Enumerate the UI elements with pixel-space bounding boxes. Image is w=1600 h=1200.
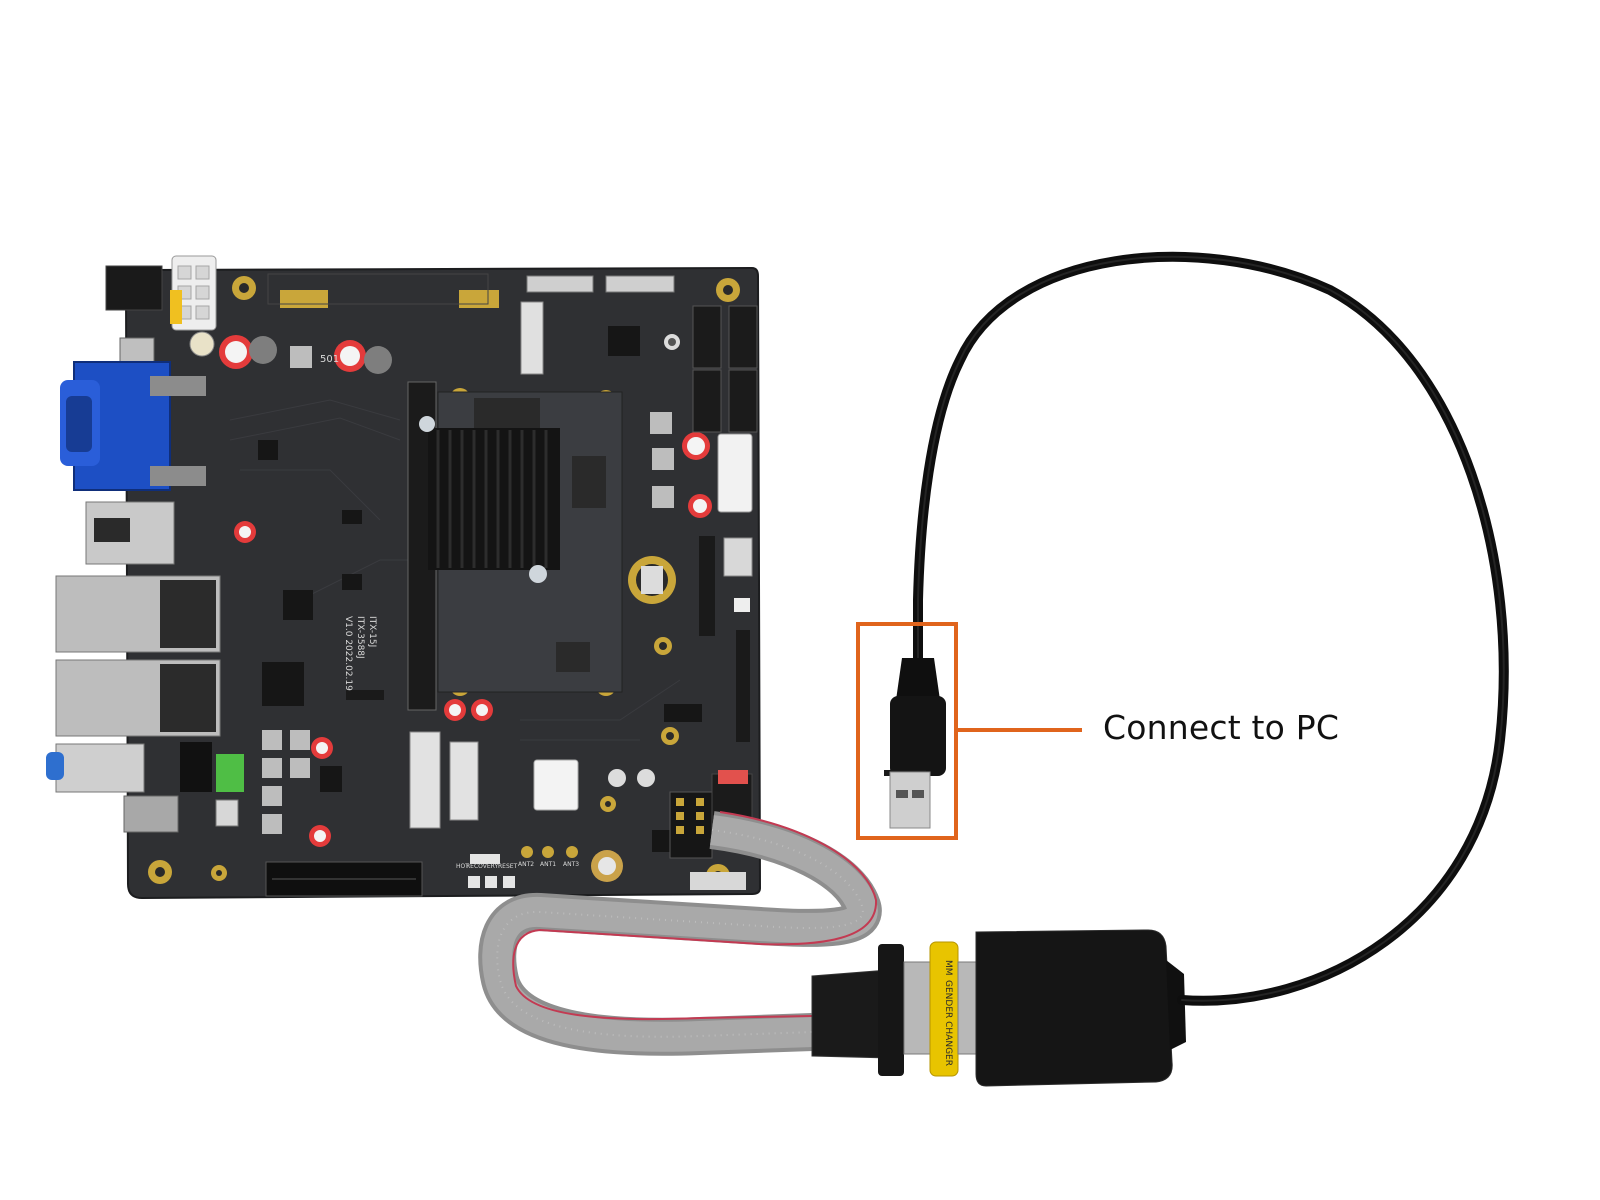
db9-gender-changer: MM GENDER CHANGER: [811, 929, 1186, 1087]
m2-slot: [520, 301, 544, 375]
silk-button-hot: HOT: [456, 863, 469, 870]
ribbon-red-stripe: [512, 811, 878, 1021]
usb-serial-body: [975, 929, 1173, 1087]
collar-text-2: GENDER CHANGER: [943, 980, 953, 1066]
silk-cap-label: 501: [320, 354, 339, 365]
cpu-heatsink: [428, 428, 560, 570]
silk-button-reset: RESET: [498, 863, 518, 870]
silk-model-2: ITX-3588J: [355, 616, 365, 659]
m2-slot-bottom-2: [449, 741, 479, 821]
antenna-connectors: [521, 846, 578, 858]
usb-cable: [913, 251, 1509, 1006]
yellow-led: [170, 290, 182, 324]
inductors: [262, 346, 674, 834]
ics: [258, 326, 702, 852]
vga-port: [60, 361, 206, 491]
callout-label: Connect to PC: [1103, 708, 1340, 747]
m2-slot-bottom-1: [409, 731, 441, 829]
itx-motherboard: ITX-15J ITX-3588J V1.0 2022.02.19 501 HO…: [46, 255, 762, 900]
silk-button-recovery: RECOVERY: [466, 863, 498, 870]
small-connector: [734, 598, 750, 612]
usb-stack: [46, 743, 179, 833]
capacitors: [189, 331, 712, 882]
green-terminal: [216, 754, 244, 792]
board-buttons: [468, 854, 515, 888]
audio-jack: [180, 742, 212, 792]
silk-version: V1.0 2022.02.19: [343, 616, 353, 691]
dip-switch: [718, 770, 748, 784]
slot-outline: [267, 273, 489, 305]
gpio-header: [699, 536, 750, 742]
molex-connector: [717, 433, 753, 513]
mipi-connector-2: [605, 275, 675, 293]
silk-ant3: ANT3: [563, 861, 579, 868]
usb-a-metal-tip: [889, 771, 931, 829]
sata-connectors: [692, 305, 758, 433]
silk-model-1: ITX-15J: [367, 616, 377, 647]
wifi-module: [533, 759, 579, 811]
collar-text-1: MM: [943, 960, 953, 976]
dc-jack: [105, 265, 163, 311]
silk-ant1: ANT1: [540, 861, 556, 868]
callout-annotation: [856, 622, 1082, 840]
hdmi-port: [85, 501, 175, 565]
usb-a-plug: [884, 658, 946, 829]
fan-header: [690, 872, 746, 890]
mipi-connector-1: [526, 275, 594, 293]
pcb-traces: [229, 399, 681, 741]
ethernet-ports: [55, 575, 221, 737]
silk-ant2: ANT2: [518, 861, 534, 868]
ribbon-cable: [478, 811, 882, 1056]
silkscreen: ITX-15J ITX-3588J V1.0 2022.02.19 501 HO…: [320, 354, 579, 870]
usb-header: [723, 537, 753, 577]
